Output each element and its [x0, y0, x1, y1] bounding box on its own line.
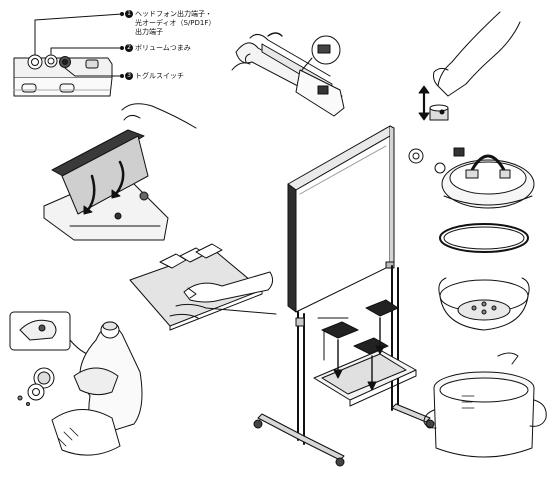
clip-tool-illustration	[231, 32, 345, 117]
callout-2-number: 2	[125, 44, 133, 52]
callout-1-line2: 光オーディオ（S/PD1F）	[135, 19, 216, 27]
hand-panel-illustration	[129, 243, 277, 331]
whiteboard-stand-illustration	[253, 125, 435, 467]
audio-device-illustration	[13, 12, 124, 97]
printer-tray-illustration	[43, 103, 197, 241]
callout-1-line1: ヘッドフォン出力端子・	[135, 10, 212, 18]
callout-1-number: 1	[125, 10, 133, 18]
callout-1-line3: 出力端子	[135, 28, 163, 36]
callout-3-label: トグルスイッチ	[135, 72, 184, 80]
juicer-illustration	[9, 311, 143, 456]
cooker-parts-illustration	[408, 147, 547, 458]
callout-3-number: 3	[125, 72, 133, 80]
hand-press-illustration	[418, 11, 521, 121]
callout-2-label: ボリュームつまみ	[135, 44, 191, 52]
